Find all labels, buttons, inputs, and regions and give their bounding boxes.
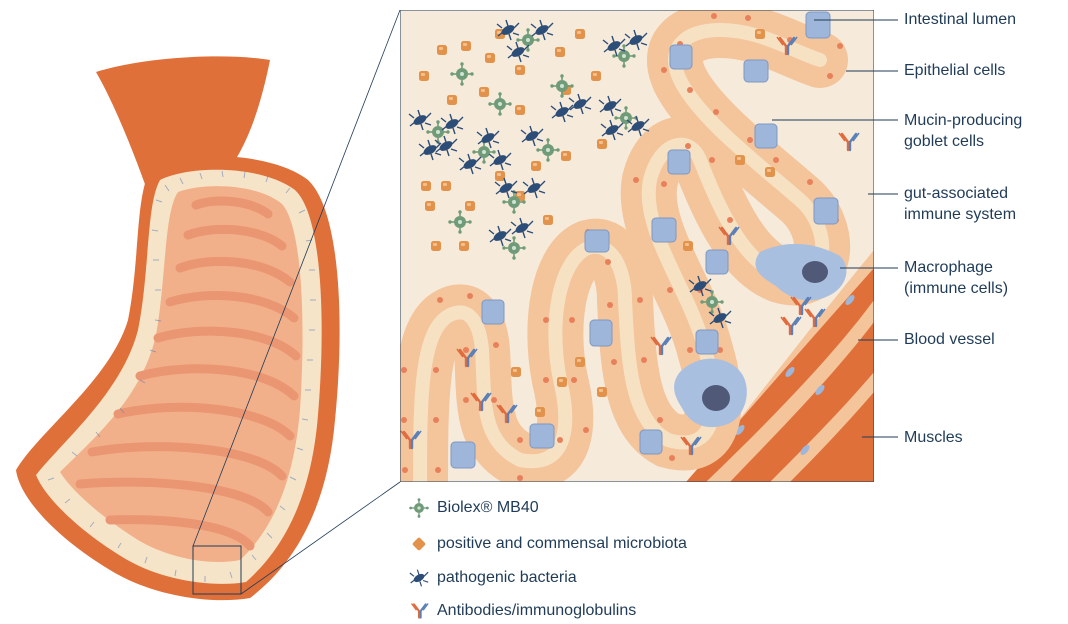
label-gut-immune-2: immune system: [904, 204, 1016, 225]
label-intestinal-lumen: Intestinal lumen: [904, 9, 1016, 30]
antibody-icon: [409, 601, 429, 621]
zoomed-mucosa-panel: [400, 10, 874, 490]
label-macrophage-1: Macrophage: [904, 257, 993, 278]
biolex-icon: [409, 498, 429, 518]
legend-item-microbiota: positive and commensal microbiota: [409, 533, 687, 555]
label-goblet-cells-1: Mucin-producing: [904, 110, 1022, 131]
label-muscles: Muscles: [904, 427, 963, 448]
label-gut-immune-1: gut-associated: [904, 183, 1008, 204]
label-macrophage-2: (immune cells): [904, 278, 1008, 299]
legend-label: pathogenic bacteria: [437, 569, 577, 587]
intestine-section-illustration: [16, 10, 400, 600]
legend-label: Biolex® MB40: [437, 499, 539, 517]
pathogenic-bacteria-icon: [409, 568, 429, 588]
label-goblet-cells-2: goblet cells: [904, 131, 984, 152]
label-blood-vessel: Blood vessel: [904, 329, 995, 350]
legend-item-biolex: Biolex® MB40: [409, 497, 539, 519]
label-epithelial-cells: Epithelial cells: [904, 60, 1005, 81]
legend-item-pathogenic: pathogenic bacteria: [409, 567, 577, 589]
legend-item-antibodies: Antibodies/immunoglobulins: [409, 600, 636, 622]
legend-label: positive and commensal microbiota: [437, 535, 687, 553]
microbiota-icon: [409, 534, 429, 554]
legend-label: Antibodies/immunoglobulins: [437, 602, 636, 620]
